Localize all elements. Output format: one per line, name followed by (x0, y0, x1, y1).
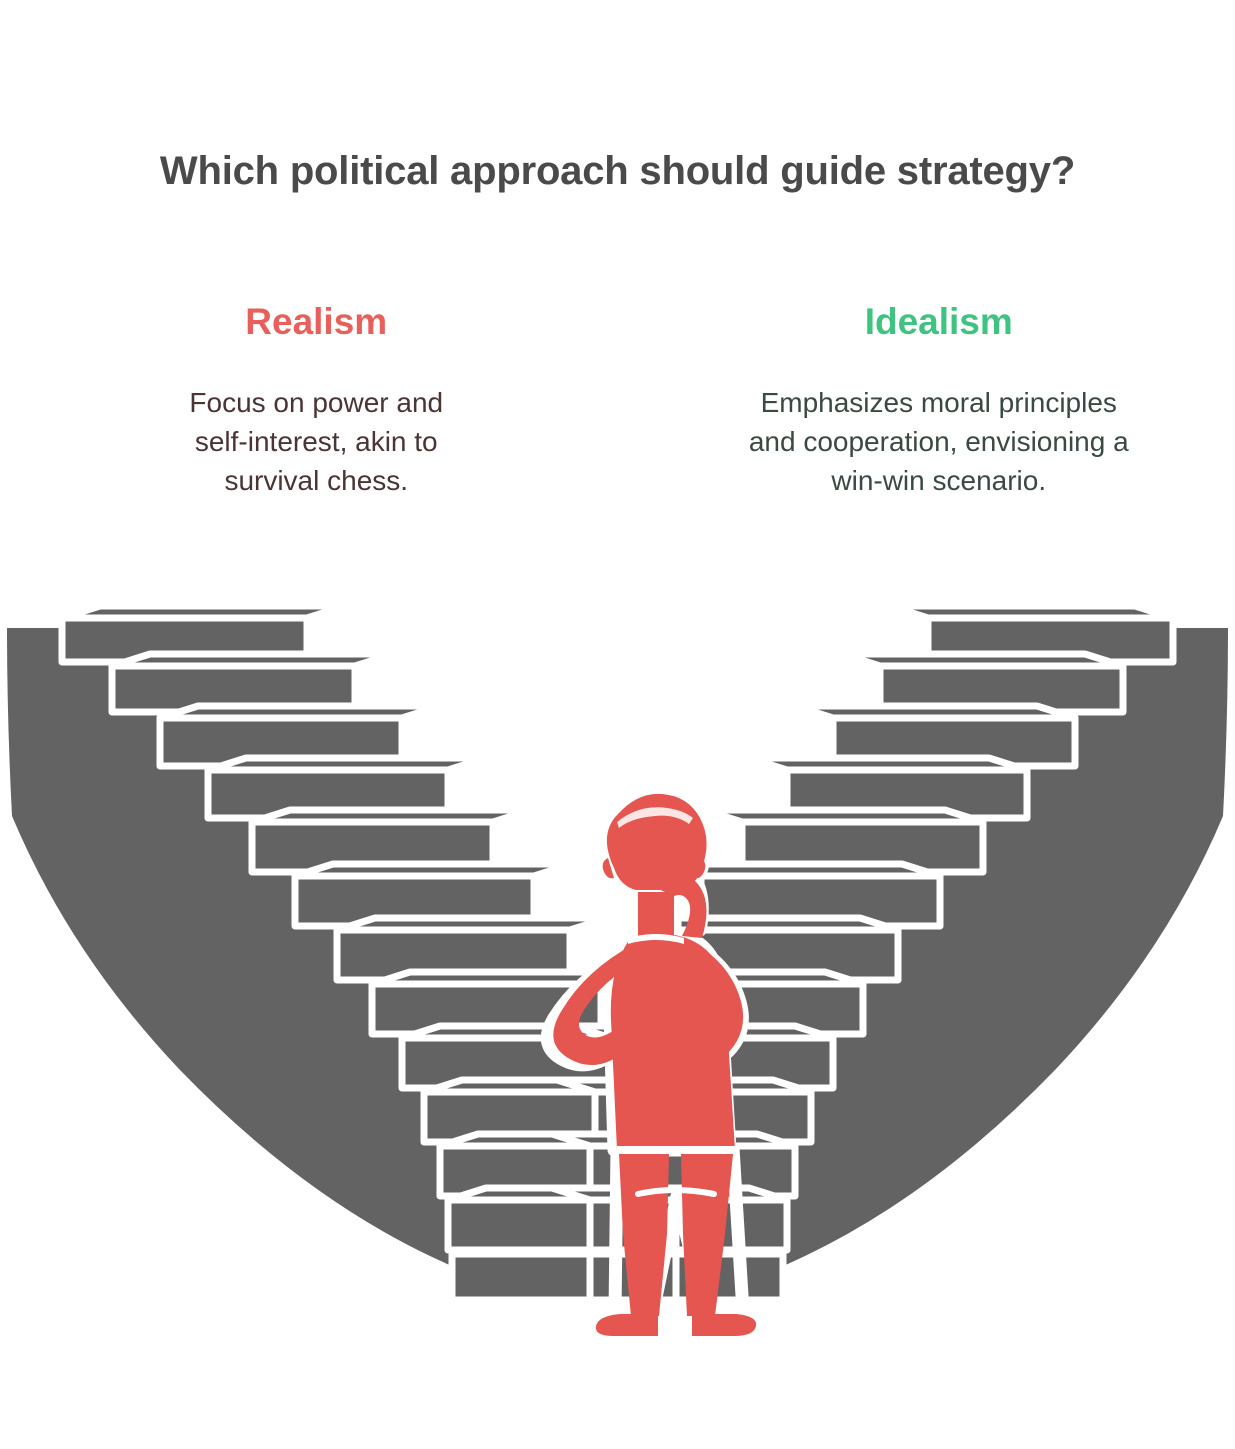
column-idealism: Idealism Emphasizes moral principles and… (618, 300, 1235, 500)
person-collar (628, 934, 684, 944)
person-right-foot (692, 1314, 757, 1336)
right-step-1-top (886, 602, 1177, 622)
right-step-5-top (700, 806, 987, 826)
column-realism: Realism Focus on power and self-interest… (0, 300, 618, 500)
person-figure (540, 785, 757, 1336)
column-body-realism: Focus on power and self-interest, akin t… (189, 387, 444, 496)
column-heading-idealism: Idealism (864, 301, 1013, 342)
person-right-arm (676, 940, 744, 1062)
person-left-foot (595, 1314, 658, 1336)
person-left-arm (553, 944, 646, 1066)
person-neck (638, 892, 674, 936)
left-step-2-top (108, 650, 397, 670)
person-hair (617, 807, 693, 828)
person-waistband (617, 1146, 735, 1154)
left-step-1-top (58, 602, 349, 622)
left-step-4-top (204, 754, 490, 774)
column-body-idealism: Emphasizes moral principles and cooperat… (748, 387, 1129, 496)
left-step-7-top (333, 914, 612, 934)
right-step-4-top (745, 754, 1031, 774)
left-step-6-top (291, 860, 576, 880)
comparison-columns: Realism Focus on power and self-interest… (0, 300, 1235, 500)
person-left-leg (619, 1154, 669, 1316)
person-ear-right (694, 858, 706, 879)
left-step-3-top (156, 702, 444, 722)
right-step-2-top (838, 650, 1127, 670)
right-step-3-top (791, 702, 1079, 722)
left-staircase-group (7, 602, 687, 1304)
person-right-leg (681, 1154, 733, 1316)
staircase-illustration-svg (7, 602, 1228, 1336)
person-ear-left (602, 858, 614, 879)
person-crotch-highlight (635, 1187, 717, 1197)
left-step-5-top (248, 806, 535, 826)
page-title: Which political approach should guide st… (159, 148, 1076, 193)
person-torso (610, 934, 735, 1150)
column-heading-realism: Realism (245, 301, 388, 342)
staircase-illustration (0, 600, 1235, 1380)
